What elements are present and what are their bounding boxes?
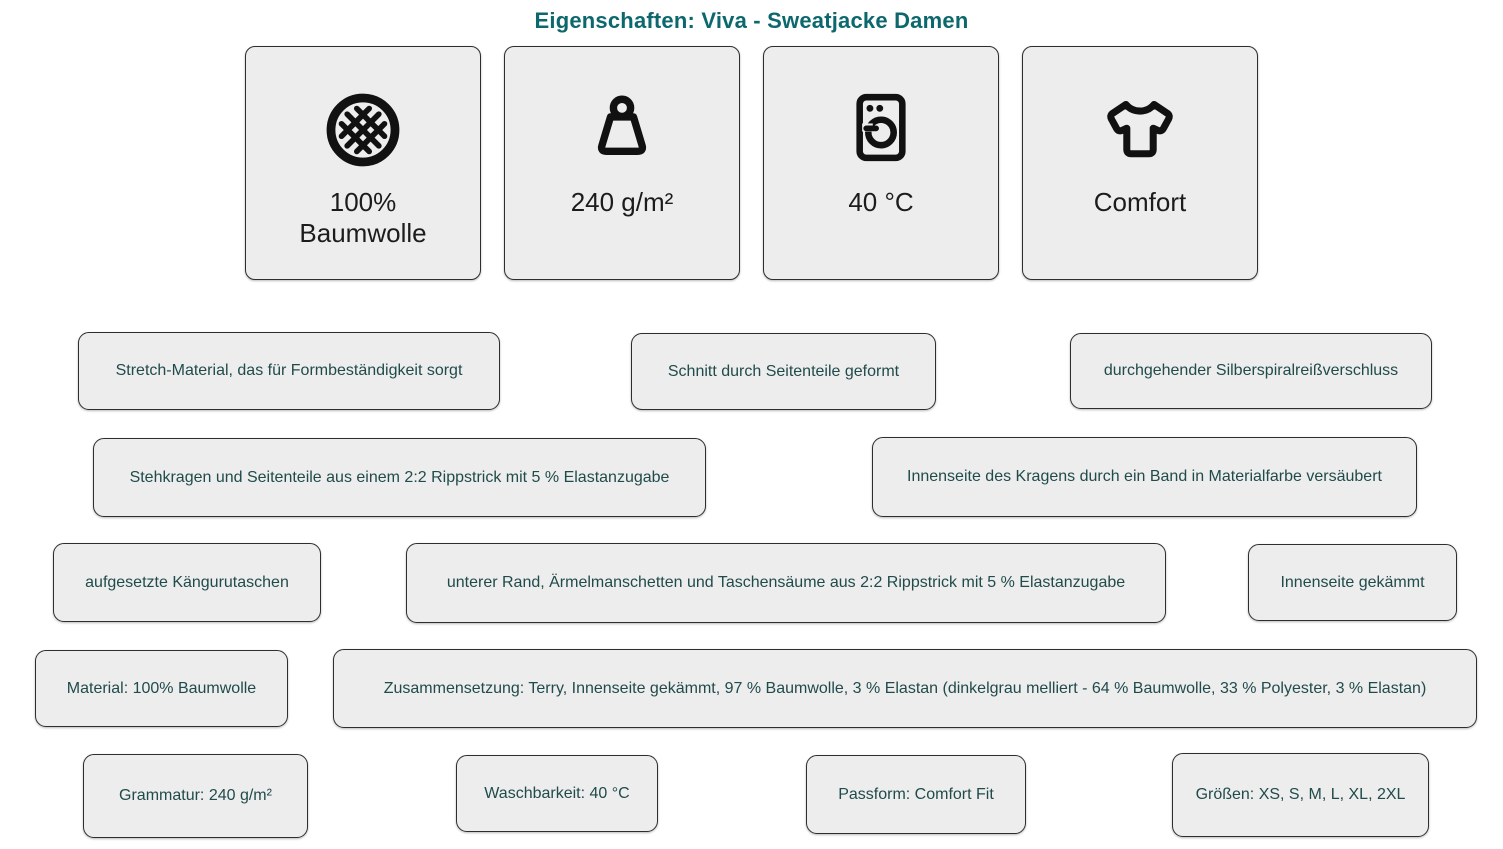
feature-pill: unterer Rand, Ärmelmanschetten und Tasch…: [406, 543, 1166, 623]
weight-icon: [581, 81, 663, 179]
feature-pill: Innenseite gekämmt: [1248, 544, 1457, 621]
feature-pill: Schnitt durch Seitenteile geformt: [631, 333, 936, 410]
pill-text: Innenseite gekämmt: [1280, 573, 1425, 591]
feature-card-material: 100% Baumwolle: [245, 46, 481, 280]
feature-pill: durchgehender Silberspiralreißverschluss: [1070, 333, 1432, 409]
feature-pill: Stehkragen und Seitenteile aus einem 2:2…: [93, 438, 706, 517]
pill-text: aufgesetzte Kängurutaschen: [85, 573, 289, 591]
feature-pill: Material: 100% Baumwolle: [35, 650, 288, 727]
pill-text: Material: 100% Baumwolle: [66, 679, 257, 697]
feature-card-washing: 40 °C: [763, 46, 999, 280]
card-label-fit: Comfort: [1093, 187, 1187, 217]
feature-cards-row: 100% Baumwolle 240 g/m²: [0, 46, 1503, 280]
pill-text: Größen: XS, S, M, L, XL, 2XL: [1195, 786, 1406, 803]
feature-pill: aufgesetzte Kängurutaschen: [53, 543, 321, 622]
pill-text: Schnitt durch Seitenteile geformt: [667, 362, 900, 380]
pill-text: durchgehender Silberspiralreißverschluss: [1103, 362, 1399, 379]
card-label-washing: 40 °C: [848, 187, 914, 217]
pill-text: Passform: Comfort Fit: [838, 785, 994, 803]
pill-text: Stehkragen und Seitenteile aus einem 2:2…: [129, 468, 670, 486]
feature-pill: Grammatur: 240 g/m²: [83, 754, 308, 838]
feature-card-fit: Comfort: [1022, 46, 1258, 280]
feature-pill: Größen: XS, S, M, L, XL, 2XL: [1172, 753, 1429, 837]
feature-pill: Waschbarkeit: 40 °C: [456, 755, 658, 832]
feature-pill: Passform: Comfort Fit: [806, 755, 1026, 834]
feature-pill: Innenseite des Kragens durch ein Band in…: [872, 437, 1417, 517]
card-label-material: 100% Baumwolle: [299, 187, 427, 248]
pill-text: Stretch-Material, das für Formbeständigk…: [115, 362, 463, 379]
pill-text: Waschbarkeit: 40 °C: [484, 784, 630, 802]
pill-text: Zusammensetzung: Terry, Innenseite gekäm…: [383, 679, 1427, 697]
washing-machine-icon: [840, 81, 922, 179]
pill-text: unterer Rand, Ärmelmanschetten und Tasch…: [446, 574, 1126, 591]
card-label-weight: 240 g/m²: [570, 187, 674, 217]
woven-fabric-icon: [323, 81, 403, 179]
feature-pill: Stretch-Material, das für Formbeständigk…: [78, 332, 500, 410]
feature-pill: Zusammensetzung: Terry, Innenseite gekäm…: [333, 649, 1477, 728]
tshirt-icon: [1094, 81, 1186, 179]
page-title: Eigenschaften: Viva - Sweatjacke Damen: [534, 8, 969, 33]
feature-card-weight: 240 g/m²: [504, 46, 740, 280]
pill-text: Grammatur: 240 g/m²: [119, 787, 272, 804]
pill-text: Innenseite des Kragens durch ein Band in…: [907, 468, 1382, 485]
